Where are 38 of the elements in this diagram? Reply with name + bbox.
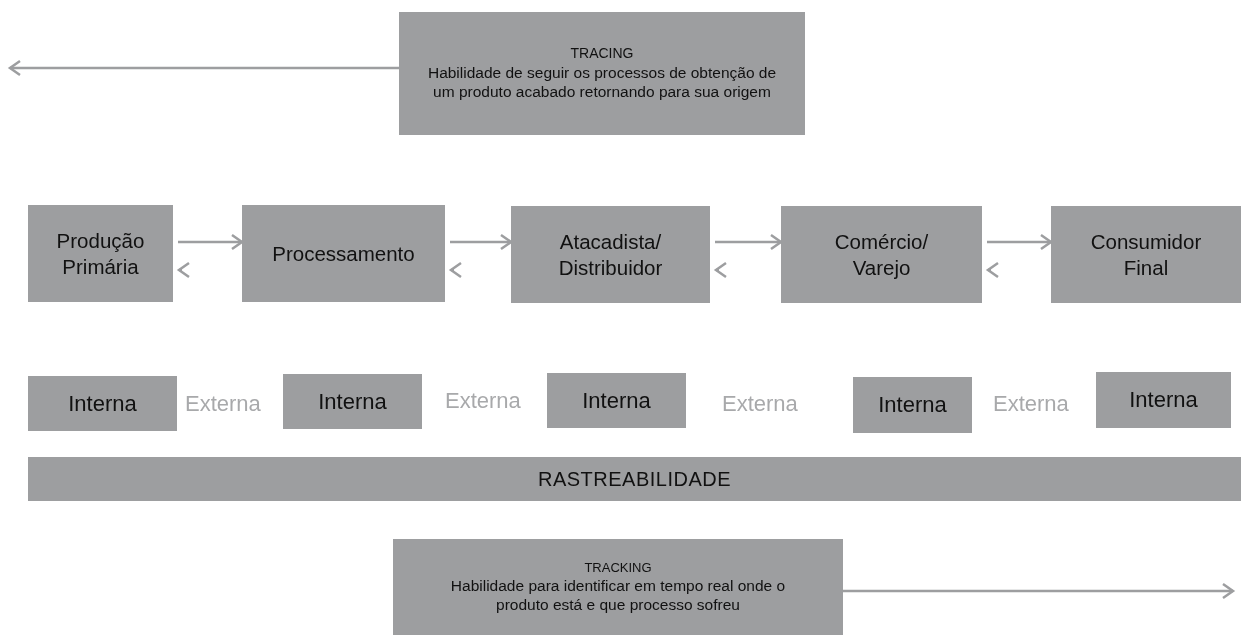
box-label: Interna	[877, 391, 948, 419]
box-label: Produção Primária	[55, 227, 146, 280]
internal-box	[283, 374, 422, 429]
connection-label: Externa	[445, 388, 521, 414]
process-box	[781, 206, 982, 303]
process-box	[511, 206, 710, 303]
process-box	[1051, 206, 1241, 303]
description-box	[393, 539, 843, 635]
arrow	[843, 582, 1235, 600]
box-description: Habilidade de seguir os processos de obtenção de um produto acabado retornando para sua origem	[426, 62, 778, 102]
box-label: Interna	[581, 386, 652, 415]
traceability-band	[28, 457, 1241, 501]
box-heading: TRACING	[569, 45, 635, 63]
connection-label: Externa	[722, 391, 798, 417]
internal-box	[28, 376, 177, 431]
box-heading: TRACKING	[583, 559, 653, 576]
box-label: RASTREABILIDADE	[536, 466, 733, 492]
arrow	[715, 233, 783, 251]
process-box	[28, 205, 173, 302]
box-description: Habilidade para identificar em tempo real onde o produto está e que processo sofreu	[449, 575, 787, 615]
box-label: Processamento	[271, 240, 416, 267]
connection-label: Externa	[993, 391, 1069, 417]
description-box	[399, 12, 805, 135]
box-label: Consumidor Final	[1089, 228, 1203, 281]
arrow	[987, 233, 1053, 251]
connection-label: Externa	[185, 391, 261, 417]
box-label: Interna	[67, 389, 138, 418]
box-label: Comércio/ Varejo	[833, 228, 930, 281]
box-label: Interna	[1128, 386, 1199, 414]
arrow	[178, 233, 244, 251]
internal-box	[1096, 372, 1231, 428]
box-label: Interna	[317, 387, 388, 416]
internal-box	[853, 377, 972, 433]
box-label: Atacadista/ Distribuidor	[557, 228, 664, 281]
arrow	[8, 59, 399, 77]
process-box	[242, 205, 445, 302]
arrow	[450, 233, 513, 251]
internal-box	[547, 373, 686, 428]
